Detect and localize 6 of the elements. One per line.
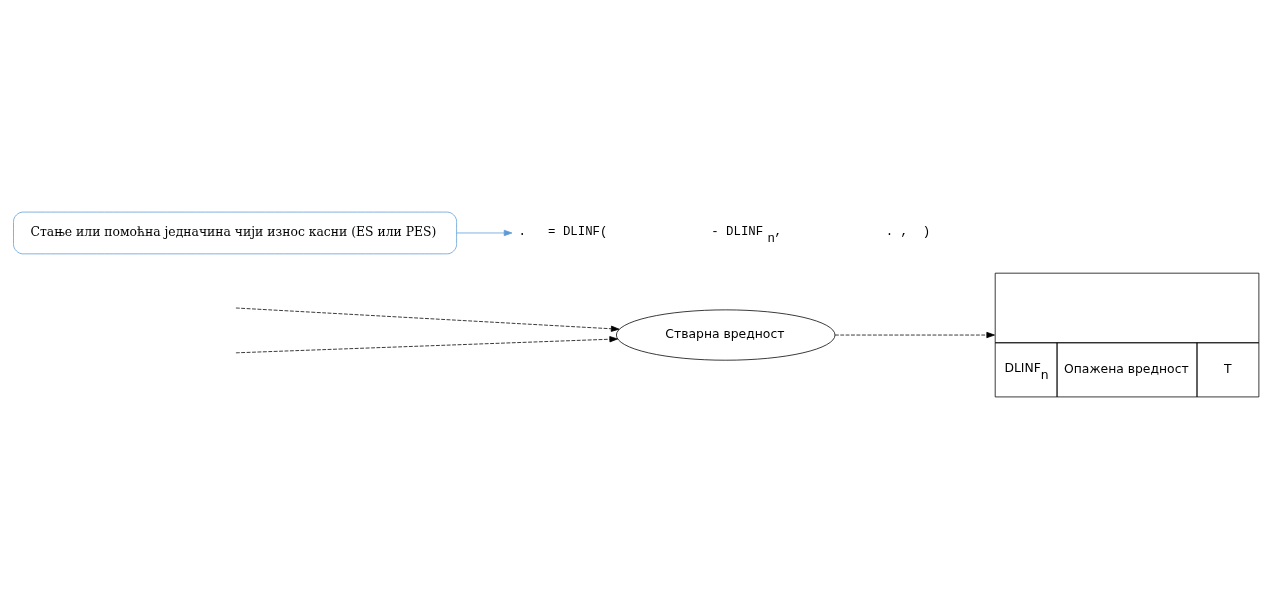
arrow [456,229,513,236]
arrow [834,331,995,338]
arrow [235,307,620,332]
arrow [235,335,618,353]
node-box: Стање или помоћна једначина чији износ касни (ES или PES) [13,211,457,254]
node-ellipse: Стварна вредност [616,309,836,361]
